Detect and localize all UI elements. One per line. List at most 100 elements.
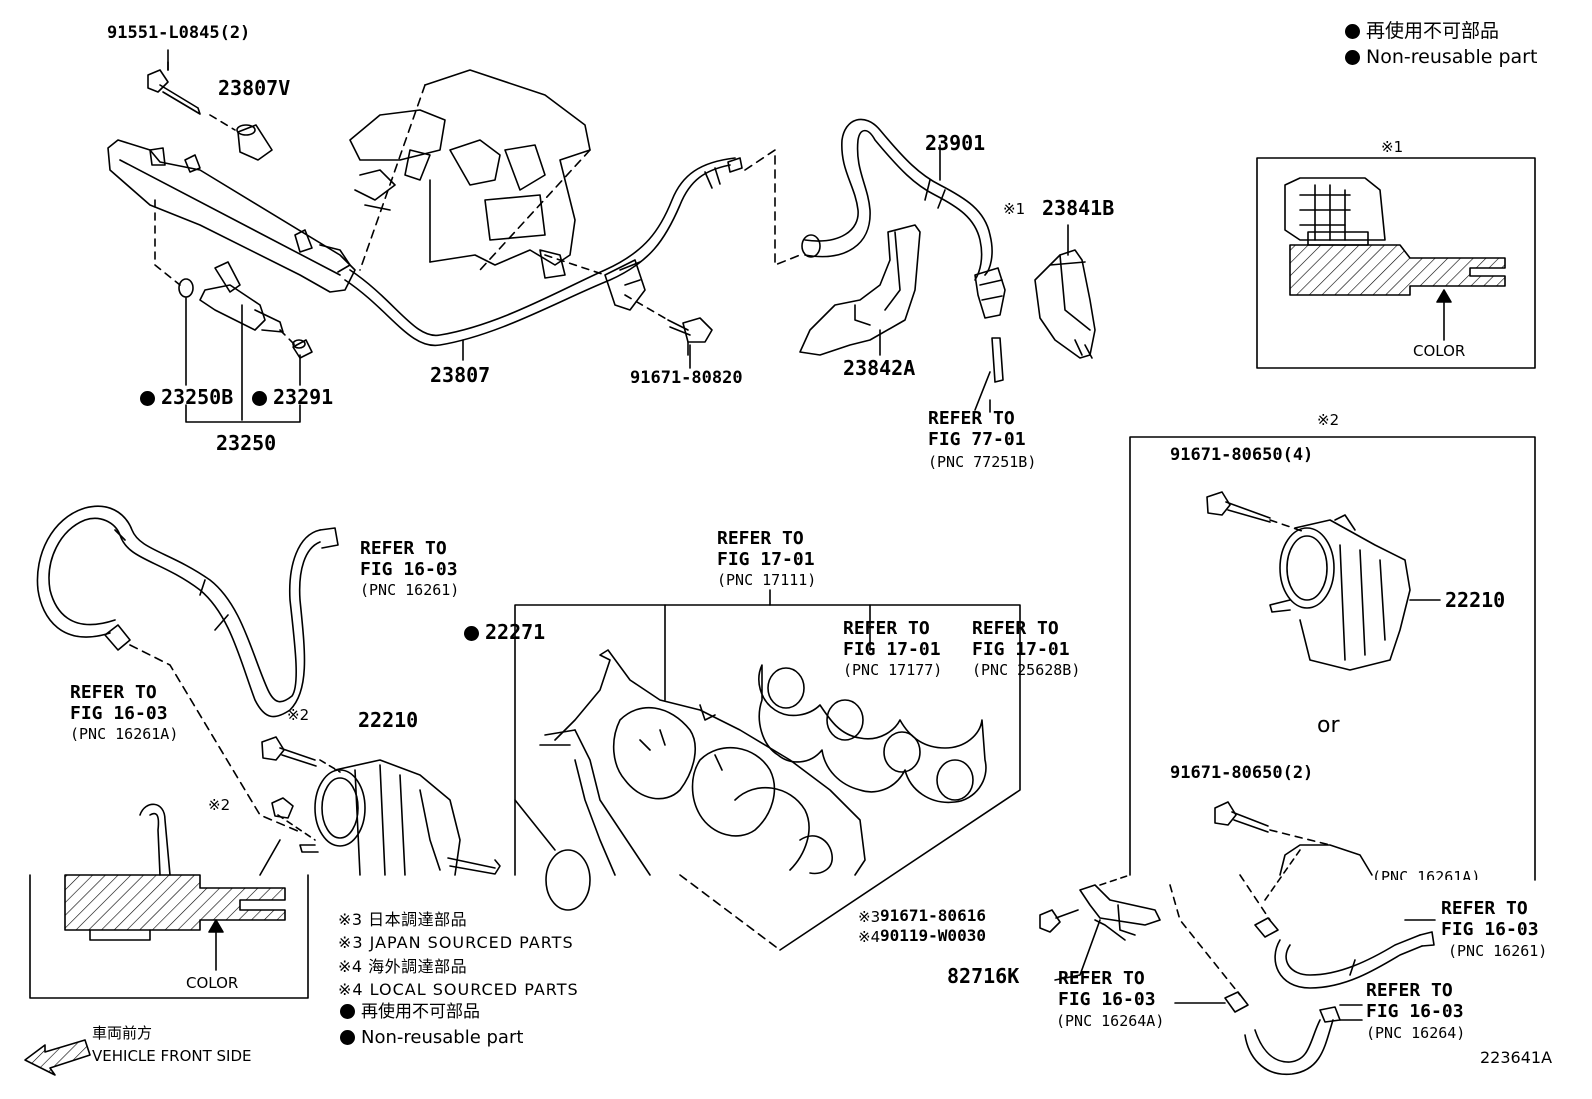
ref-77-01-title: REFER TO bbox=[928, 408, 1015, 429]
inset-connector-left bbox=[64, 803, 286, 941]
vsv-23841B bbox=[1034, 249, 1096, 359]
ref-77-01-fig: FIG 77-01 bbox=[928, 429, 1026, 450]
collar-23807V bbox=[236, 124, 273, 161]
front-label-en: VEHICLE FRONT SIDE bbox=[92, 1047, 252, 1065]
throttle-body-left bbox=[299, 759, 461, 876]
legend-bottom-en: Non-reusable part bbox=[340, 1029, 523, 1047]
non-reusable-dot-icon bbox=[340, 1004, 355, 1019]
ref-17111-title: REFER TO bbox=[717, 528, 804, 549]
part-23250: 23250 bbox=[216, 431, 277, 455]
ref-77-01-pnc: (PNC 77251B) bbox=[928, 453, 1037, 471]
part-23807V: 23807V bbox=[218, 76, 291, 100]
figure-id: 223641A bbox=[1480, 1048, 1553, 1067]
hose-23901 bbox=[801, 118, 1006, 319]
bolt-91551 bbox=[147, 61, 201, 115]
legend-bottom-jp: 再使用不可部品 bbox=[340, 1004, 480, 1021]
inset-connector-1 bbox=[1284, 177, 1506, 296]
ref-16264-fig: FIG 16-03 bbox=[1366, 1001, 1464, 1022]
hose-left bbox=[36, 505, 339, 718]
inset-left-color-label: COLOR bbox=[186, 974, 239, 992]
ref-17177-fig: FIG 17-01 bbox=[843, 639, 941, 660]
inset-box-left bbox=[29, 874, 309, 999]
ref-16264A-pnc: (PNC 16264A) bbox=[1056, 1012, 1165, 1030]
bolt-91671-80650-4 bbox=[1206, 491, 1271, 523]
bolt-left-1 bbox=[261, 736, 317, 767]
bolt-91671-80616 bbox=[1039, 909, 1079, 933]
ref-16264-pnc: (PNC 16264) bbox=[1366, 1024, 1466, 1042]
manifold-gasket bbox=[758, 664, 987, 804]
front-label-jp: 車両前方 bbox=[92, 1024, 153, 1042]
cut-pnc-16261A: (PNC 16261A) bbox=[1372, 870, 1481, 880]
fuel-rail bbox=[107, 139, 356, 293]
legend-top-en: Non-reusable part bbox=[1345, 48, 1537, 67]
marker-n3: ※3 bbox=[858, 908, 881, 926]
bolt-91671-80820 bbox=[667, 317, 713, 356]
part-23807: 23807 bbox=[430, 363, 491, 387]
ref-16261A-pnc: (PNC 16261A) bbox=[70, 725, 179, 743]
ref-16264A-fig: FIG 16-03 bbox=[1058, 989, 1156, 1010]
part-22210-right: 22210 bbox=[1445, 588, 1506, 612]
ref-17177-pnc: (PNC 17177) bbox=[843, 661, 943, 679]
pipe-77-01 bbox=[974, 337, 1004, 411]
ref-17111-pnc: (PNC 17111) bbox=[717, 571, 817, 589]
ref-16261-r-pnc: (PNC 16261) bbox=[1448, 942, 1548, 960]
inset-1-color-label: COLOR bbox=[1413, 342, 1466, 360]
part-22271: 22271 bbox=[464, 622, 545, 642]
manifold-group-bracket bbox=[514, 604, 1021, 951]
ref-17177-title: REFER TO bbox=[843, 618, 930, 639]
legend-japan-sourced: ※3 JAPAN SOURCED PARTS bbox=[338, 933, 574, 952]
part-91671-80650-4: 91671-80650(4) bbox=[1170, 445, 1314, 465]
throttle-body-right-1 bbox=[1269, 514, 1411, 671]
bracket-82716K bbox=[1079, 884, 1161, 941]
non-reusable-dot-icon bbox=[340, 1030, 355, 1045]
inset-box-2 bbox=[1129, 436, 1536, 881]
part-82716K: 82716K bbox=[947, 964, 1020, 988]
legend-local-jp: ※4 海外調達部品 bbox=[338, 957, 468, 976]
part-23901: 23901 bbox=[925, 131, 986, 155]
hose-16264 bbox=[1244, 1006, 1363, 1075]
part-91551-L0845: 91551-L0845(2) bbox=[107, 23, 251, 43]
or-label: or bbox=[1317, 713, 1340, 738]
leader-engine-pipe bbox=[479, 149, 591, 271]
ref-16264-title: REFER TO bbox=[1366, 980, 1453, 1001]
marker-n2-nut: ※2 bbox=[208, 796, 231, 814]
throttle-body-right-2-partial bbox=[1279, 844, 1373, 876]
marker-n1: ※1 bbox=[1003, 200, 1026, 218]
front-arrow-icon bbox=[24, 1039, 91, 1076]
clip-16264A bbox=[1174, 991, 1249, 1013]
intake-manifold bbox=[539, 649, 866, 876]
non-reusable-dot-icon bbox=[1345, 50, 1360, 65]
part-23250B: 23250B bbox=[140, 387, 233, 407]
legend-local-sourced: ※4 LOCAL SOURCED PARTS bbox=[338, 980, 579, 999]
legend-top-jp: 再使用不可部品 bbox=[1345, 22, 1499, 41]
non-reusable-dot-icon bbox=[140, 391, 155, 406]
gasket-22271 bbox=[545, 849, 591, 911]
non-reusable-dot-icon bbox=[1345, 24, 1360, 39]
inset-1-marker: ※1 bbox=[1381, 138, 1404, 156]
bracket-23842A bbox=[799, 224, 921, 356]
non-reusable-dot-icon bbox=[252, 391, 267, 406]
ref-16261-r-title: REFER TO bbox=[1441, 898, 1528, 919]
part-23841B: 23841B bbox=[1042, 196, 1115, 220]
part-23291: 23291 bbox=[252, 387, 333, 407]
ref-16261-r-fig: FIG 16-03 bbox=[1441, 919, 1539, 940]
ref-25628B-fig: FIG 17-01 bbox=[972, 639, 1070, 660]
part-22210-left: 22210 bbox=[358, 708, 419, 732]
ref-16264A-title: REFER TO bbox=[1058, 968, 1145, 989]
ref-16261-pnc: (PNC 16261) bbox=[360, 581, 460, 599]
ref-16261-title: REFER TO bbox=[360, 538, 447, 559]
fuel-pipe-23807 bbox=[344, 157, 743, 347]
part-91671-80616: 91671-80616 bbox=[880, 906, 986, 925]
legend-jp-sourced: ※3 日本調達部品 bbox=[338, 910, 468, 929]
bolt-91671-80650-2 bbox=[1214, 801, 1269, 833]
ref-25628B-pnc: (PNC 25628B) bbox=[972, 661, 1081, 679]
hose-16261 bbox=[1274, 931, 1435, 989]
leader-engine-rail bbox=[359, 84, 426, 271]
inset-2-marker: ※2 bbox=[1317, 411, 1340, 429]
non-reusable-dot-icon bbox=[464, 626, 479, 641]
injector-23250 bbox=[178, 261, 313, 359]
part-23842A: 23842A bbox=[843, 356, 916, 380]
nut-left bbox=[271, 797, 294, 819]
